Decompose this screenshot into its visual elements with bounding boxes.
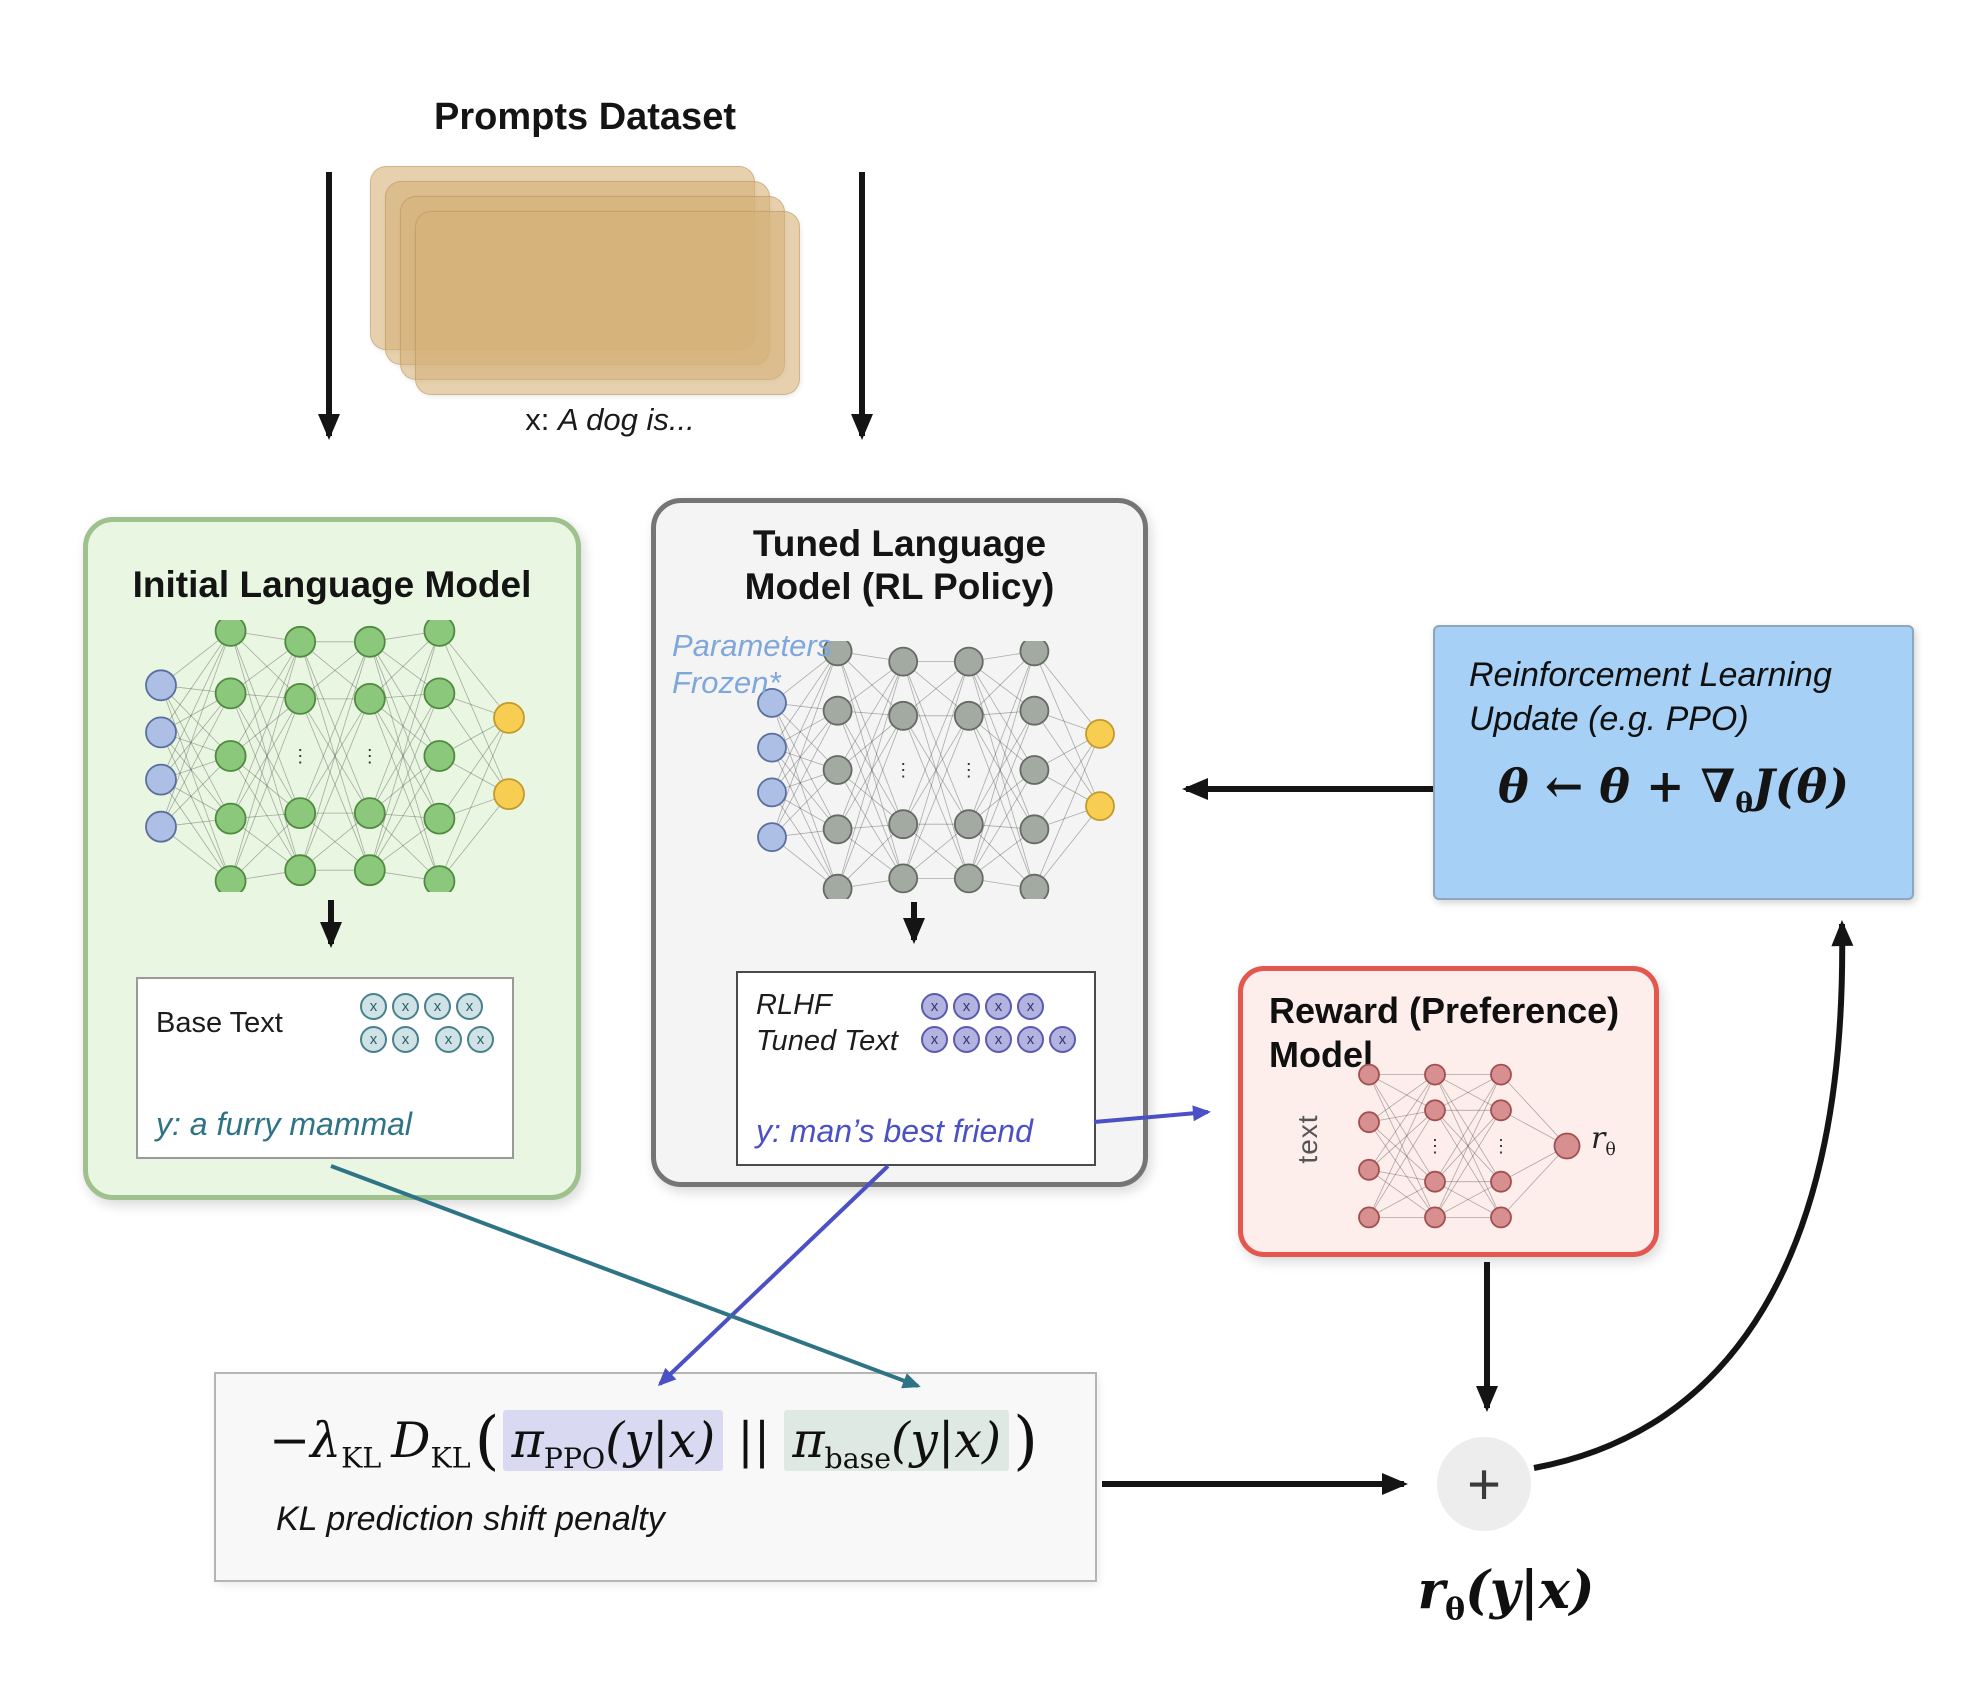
- reward-input-label: text: [1292, 1114, 1323, 1164]
- svg-text:⋮: ⋮: [291, 746, 309, 766]
- kl-divergence-symbol: D: [391, 1411, 431, 1469]
- prompt-example: x: A dog is...: [420, 402, 800, 438]
- arrow-rlhf-text-to-kl-penalty: [657, 1164, 890, 1387]
- token-x: x: [1049, 1026, 1076, 1054]
- kl-lambda-sub: KL: [341, 1441, 382, 1475]
- rl-update-title-line1: Reinforcement Learning: [1469, 656, 1832, 694]
- base-output-text: y: a furry mammal: [156, 1106, 494, 1143]
- tuned-model-title-line1: Tuned Language: [752, 523, 1047, 564]
- reward-output-symbol: r: [1591, 1121, 1606, 1156]
- reward-title-line2: Model: [1269, 1033, 1373, 1075]
- rlhf-label-line2: Tuned Text: [756, 1025, 898, 1058]
- rlhf-y-text: man’s best friend: [789, 1113, 1033, 1149]
- pi-base-term: πbase(y|x): [784, 1409, 1010, 1472]
- pi-base-args: (y|x): [891, 1411, 1002, 1469]
- pi-ppo-args: (y|x): [605, 1411, 716, 1469]
- svg-text:⋮: ⋮: [1426, 1136, 1444, 1156]
- initial-model-title: Initial Language Model: [132, 564, 532, 605]
- reward-output-label: rθ: [1591, 1121, 1616, 1159]
- result-args: (y|x): [1465, 1560, 1595, 1621]
- rl-update-formula: θ ← θ + ∇θJ(θ): [1469, 759, 1878, 817]
- base-y-text: a furry mammal: [189, 1106, 413, 1142]
- token-x: x: [1017, 1026, 1044, 1054]
- rlhf-output-text: y: man’s best friend: [756, 1113, 1076, 1150]
- kl-double-bar: ||: [737, 1411, 771, 1469]
- prompt-x-label: x:: [525, 402, 550, 437]
- token-x: x: [456, 993, 483, 1020]
- result-symbol: r: [1417, 1560, 1445, 1621]
- reward-title-line1: Reward (Preference): [1269, 990, 1620, 1031]
- pi-ppo-symbol: π: [511, 1411, 544, 1469]
- frozen-note-line1: Parameters: [672, 628, 833, 663]
- kl-open-paren: (: [474, 1404, 500, 1478]
- base-y-prefix: y:: [156, 1106, 181, 1142]
- token-x: x: [467, 1026, 494, 1053]
- kl-divergence-sub: KL: [430, 1441, 471, 1475]
- sum-node: +: [1437, 1437, 1531, 1531]
- token-x: x: [953, 993, 980, 1021]
- token-x: x: [921, 1026, 948, 1054]
- pi-ppo-term: πPPO(y|x): [503, 1409, 724, 1472]
- pi-base-sub: base: [824, 1441, 892, 1475]
- prompt-card: [415, 211, 800, 395]
- tuned-language-model-box: Tuned Language Model (RL Policy) Paramet…: [651, 498, 1148, 1187]
- pi-base-symbol: π: [792, 1411, 825, 1469]
- svg-text:⋮: ⋮: [361, 746, 379, 766]
- rl-update-title: Reinforcement Learning Update (e.g. PPO): [1469, 653, 1878, 741]
- token-x: x: [424, 993, 451, 1020]
- rl-formula-tail: J(θ): [1752, 759, 1849, 814]
- svg-text:⋮: ⋮: [1492, 1136, 1510, 1156]
- parameters-frozen-note: Parameters Frozen*: [672, 627, 832, 701]
- svg-text:⋮: ⋮: [960, 760, 978, 780]
- token-x: x: [392, 1026, 419, 1053]
- rl-update-box: Reinforcement Learning Update (e.g. PPO)…: [1433, 625, 1914, 900]
- rl-update-title-line2: Update (e.g. PPO): [1469, 700, 1749, 739]
- pi-ppo-sub: PPO: [543, 1441, 606, 1475]
- token-x: x: [435, 1026, 462, 1053]
- rl-formula-main: θ ← θ + ∇: [1498, 759, 1736, 814]
- result-sub: θ: [1444, 1592, 1466, 1628]
- token-x: x: [985, 1026, 1012, 1054]
- rlhf-text-label: RLHF Tuned Text: [756, 987, 898, 1060]
- token-x: x: [1017, 993, 1044, 1021]
- reward-model-box: Reward (Preference) Model text ⋮⋮ rθ: [1238, 966, 1659, 1257]
- token-x: x: [985, 993, 1012, 1021]
- token-x: x: [392, 993, 419, 1020]
- prompt-x-text: A dog is...: [558, 402, 695, 437]
- svg-text:⋮: ⋮: [894, 760, 912, 780]
- token-x: x: [921, 993, 948, 1021]
- reward-output-sub: θ: [1605, 1140, 1616, 1160]
- rlhf-y-prefix: y:: [756, 1113, 781, 1149]
- prompts-dataset-stack: [370, 166, 810, 406]
- tuned-model-title-line2: Model (RL Policy): [744, 565, 1055, 607]
- token-x: x: [953, 1026, 980, 1054]
- tuned-model-title: Tuned Language Model (RL Policy): [656, 523, 1143, 608]
- kl-caption: KL prediction shift penalty: [276, 1500, 665, 1538]
- token-x: x: [360, 1026, 387, 1053]
- prompts-dataset-title: Prompts Dataset: [434, 96, 736, 138]
- reward-result-label: rθ(y|x): [1356, 1560, 1656, 1625]
- initial-model-network: ⋮⋮: [145, 620, 525, 892]
- reward-model-network: ⋮⋮: [1358, 1063, 1581, 1229]
- kl-close-paren: ): [1013, 1404, 1038, 1478]
- tuned-model-network: ⋮⋮: [757, 641, 1115, 899]
- kl-lambda: −λ: [269, 1411, 342, 1469]
- frozen-note-line2: Frozen*: [672, 665, 781, 701]
- token-x: x: [360, 993, 387, 1020]
- rl-formula-sub: θ: [1735, 788, 1753, 820]
- rlhf-label-line1: RLHF: [756, 989, 832, 1021]
- base-text-label: Base Text: [156, 1006, 283, 1039]
